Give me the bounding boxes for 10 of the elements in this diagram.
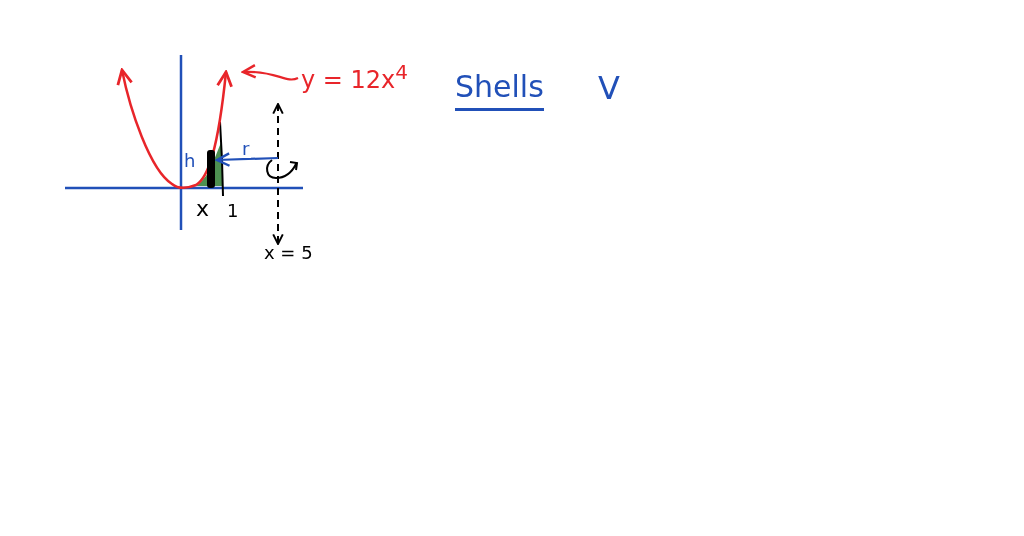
heading: Shells: [455, 72, 544, 111]
bound-label: 1: [227, 202, 239, 220]
axis-label: x = 5: [264, 244, 313, 262]
formula-start: V: [598, 72, 620, 104]
shell-strip: [207, 150, 215, 188]
parabola-curve: [116, 68, 233, 190]
height-label: h: [184, 152, 196, 170]
variable-label: x: [196, 198, 210, 220]
equation-label: y = 12x$^{4}$: [301, 62, 409, 92]
rotation-axis: [272, 103, 284, 245]
